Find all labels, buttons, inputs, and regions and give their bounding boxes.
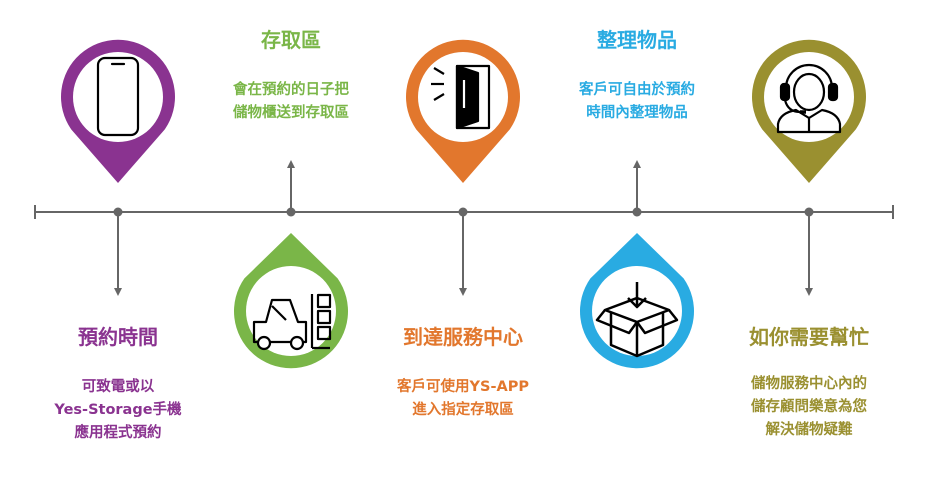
step-1-description: 可致電或以 Yes-Storage手機 應用程式預約 [18, 376, 218, 445]
step-4-title: 整理物品 [597, 28, 677, 52]
step-3-description: 客戶可使用YS-APP 進入指定存取區 [348, 376, 578, 422]
open-door-icon [431, 64, 491, 130]
connector-2 [286, 160, 296, 217]
step-2-pin [234, 233, 348, 369]
step-2-title: 存取區 [261, 28, 321, 52]
step-4-desc-line: 時間內整理物品 [586, 105, 688, 121]
step-1-title: 預約時間 [78, 325, 158, 349]
forklift-icon [252, 293, 332, 351]
step-4-pin [579, 233, 694, 369]
step-3-title: 到達服務中心 [403, 325, 523, 349]
step-4-description: 客戶可自由於預約 時間內整理物品 [537, 79, 737, 125]
step-5-description: 儲物服務中心內的 儲存顧問樂意為您 解決儲物疑難 [709, 373, 909, 442]
step-5-title: 如你需要幫忙 [749, 325, 869, 349]
step-3-desc-line: 進入指定存取區 [412, 402, 514, 418]
step-3-desc-line: 客戶可使用YS-APP [397, 379, 529, 395]
box-download-icon [595, 282, 679, 358]
step-5-desc-line: 解決儲物疑難 [765, 422, 853, 438]
step-5-desc-line: 儲存顧問樂意為您 [751, 399, 867, 415]
connector-1 [113, 207, 123, 296]
step-3-pin [406, 39, 520, 184]
step-1-pin [61, 39, 176, 183]
customer-support-icon [776, 63, 842, 134]
connector-4 [632, 160, 642, 217]
step-5-pin [751, 39, 866, 183]
smartphone-icon [96, 56, 140, 137]
step-5-desc-line: 儲物服務中心內的 [751, 376, 867, 392]
step-1-desc-line: 應用程式預約 [74, 425, 162, 441]
step-2-desc-line: 儲物櫃送到存取區 [233, 105, 349, 121]
step-1-desc-line: Yes-Storage手機 [54, 402, 182, 418]
step-4-desc-line: 客戶可自由於預約 [579, 82, 695, 98]
connector-3 [458, 207, 468, 296]
step-1-desc-line: 可致電或以 [81, 379, 155, 395]
step-2-description: 會在預約的日子把 儲物櫃送到存取區 [191, 79, 391, 125]
step-2-desc-line: 會在預約的日子把 [233, 82, 349, 98]
connector-5 [804, 207, 814, 296]
